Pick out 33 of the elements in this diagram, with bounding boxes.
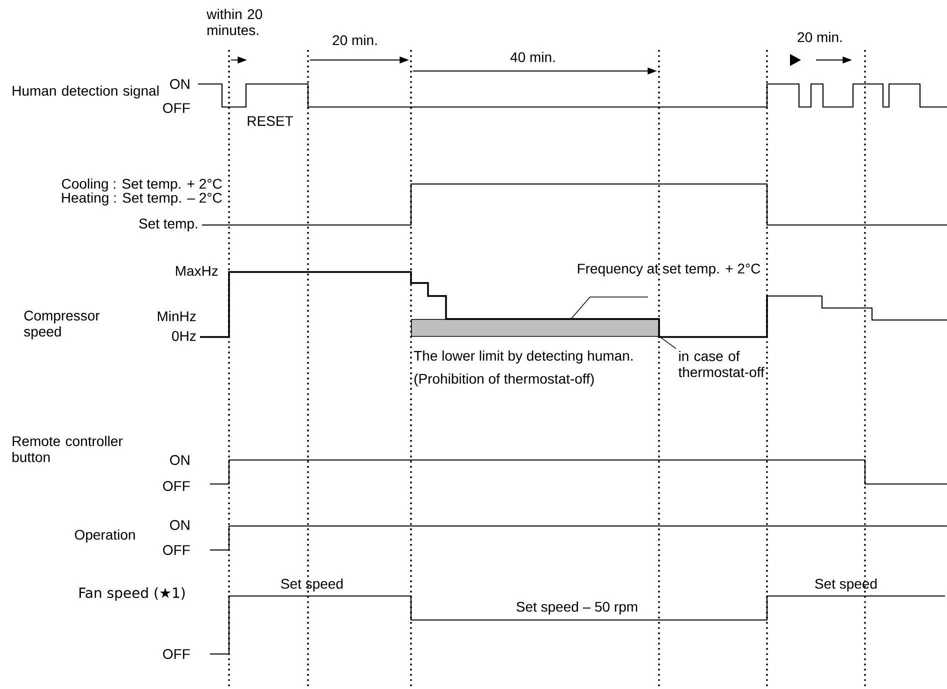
level-label: OFF	[163, 481, 190, 491]
limit-band	[411, 319, 660, 337]
duration-label: 40 min.	[510, 52, 555, 62]
level-label: 0Hz	[172, 331, 196, 341]
level-label: Set speed – 50 rpm	[516, 601, 638, 615]
level-label: MinHz	[158, 310, 196, 322]
note-text: The lower limit by detecting human.	[414, 350, 632, 364]
note-text: in case of thermostat-off	[678, 350, 764, 378]
signal-name: Compressor speed	[24, 310, 100, 340]
signal-name: Human detection signal	[12, 85, 158, 99]
signal-name: Operation	[74, 529, 135, 543]
level-label: ON	[170, 455, 190, 465]
level-label: Set speed	[281, 578, 343, 592]
level-label: Set temp.	[139, 218, 198, 232]
level-label: OFF	[163, 545, 190, 555]
level-label: OFF	[163, 103, 190, 113]
note-text: (Prohibition of thermostat-off)	[414, 373, 594, 387]
level-label: OFF	[163, 649, 190, 659]
level-label: Cooling : Set temp. + 2°C	[62, 178, 222, 192]
level-label: ON	[170, 520, 190, 530]
duration-label: 20 min.	[798, 32, 842, 42]
note-text: Frequency at set temp. + 2°C	[578, 264, 760, 276]
level-label: Heating : Set temp. – 2°C	[62, 192, 222, 206]
reset-label: RESET	[248, 116, 293, 126]
signal-name: Fan speed (★1)	[80, 587, 185, 601]
leader-line	[570, 296, 648, 320]
duration-label: 20 min.	[332, 34, 377, 46]
level-label: ON	[170, 79, 190, 89]
level-label: Set speed	[815, 578, 877, 592]
leader-line	[659, 336, 676, 349]
duration-label: within 20 minutes.	[206, 8, 262, 36]
signal-name: Remote controller button	[12, 436, 123, 462]
level-label: MaxHz	[176, 266, 218, 276]
